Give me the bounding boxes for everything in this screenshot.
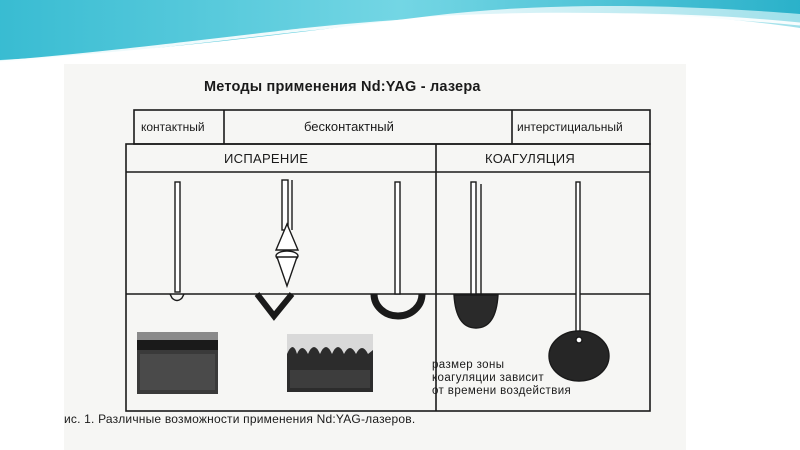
fiber-coagulation-short-icon xyxy=(453,181,499,329)
header-interstitial: интерстициальный xyxy=(517,120,623,134)
header-noncontact: бесконтактный xyxy=(304,119,394,134)
fiber-noncontact-icon xyxy=(370,181,426,320)
coagulation-note-line2: коагуляции зависит xyxy=(432,372,545,384)
fiber-contact-icon xyxy=(169,181,185,302)
header-contact: контактный xyxy=(141,120,205,134)
laser-methods-diagram xyxy=(125,109,651,412)
figure-caption: ис. 1. Различные возможности применения … xyxy=(64,412,416,426)
scanned-figure: Методы применения Nd:YAG - лазера контак… xyxy=(64,64,686,450)
fiber-interstitial-icon xyxy=(548,181,610,382)
main-frame xyxy=(125,143,651,412)
figure-title: Методы применения Nd:YAG - лазера xyxy=(204,79,481,95)
section-evaporation: ИСПАРЕНИЕ xyxy=(224,151,309,166)
tissue-sample-right xyxy=(287,334,373,392)
coagulation-note-line1: размер зоны xyxy=(432,359,505,371)
fiber-lens-icon xyxy=(254,179,300,321)
tissue-sample-left xyxy=(137,332,218,394)
section-coagulation: КОАГУЛЯЦИЯ xyxy=(485,151,576,166)
coagulation-note-line3: от времени воздействия xyxy=(432,385,572,397)
